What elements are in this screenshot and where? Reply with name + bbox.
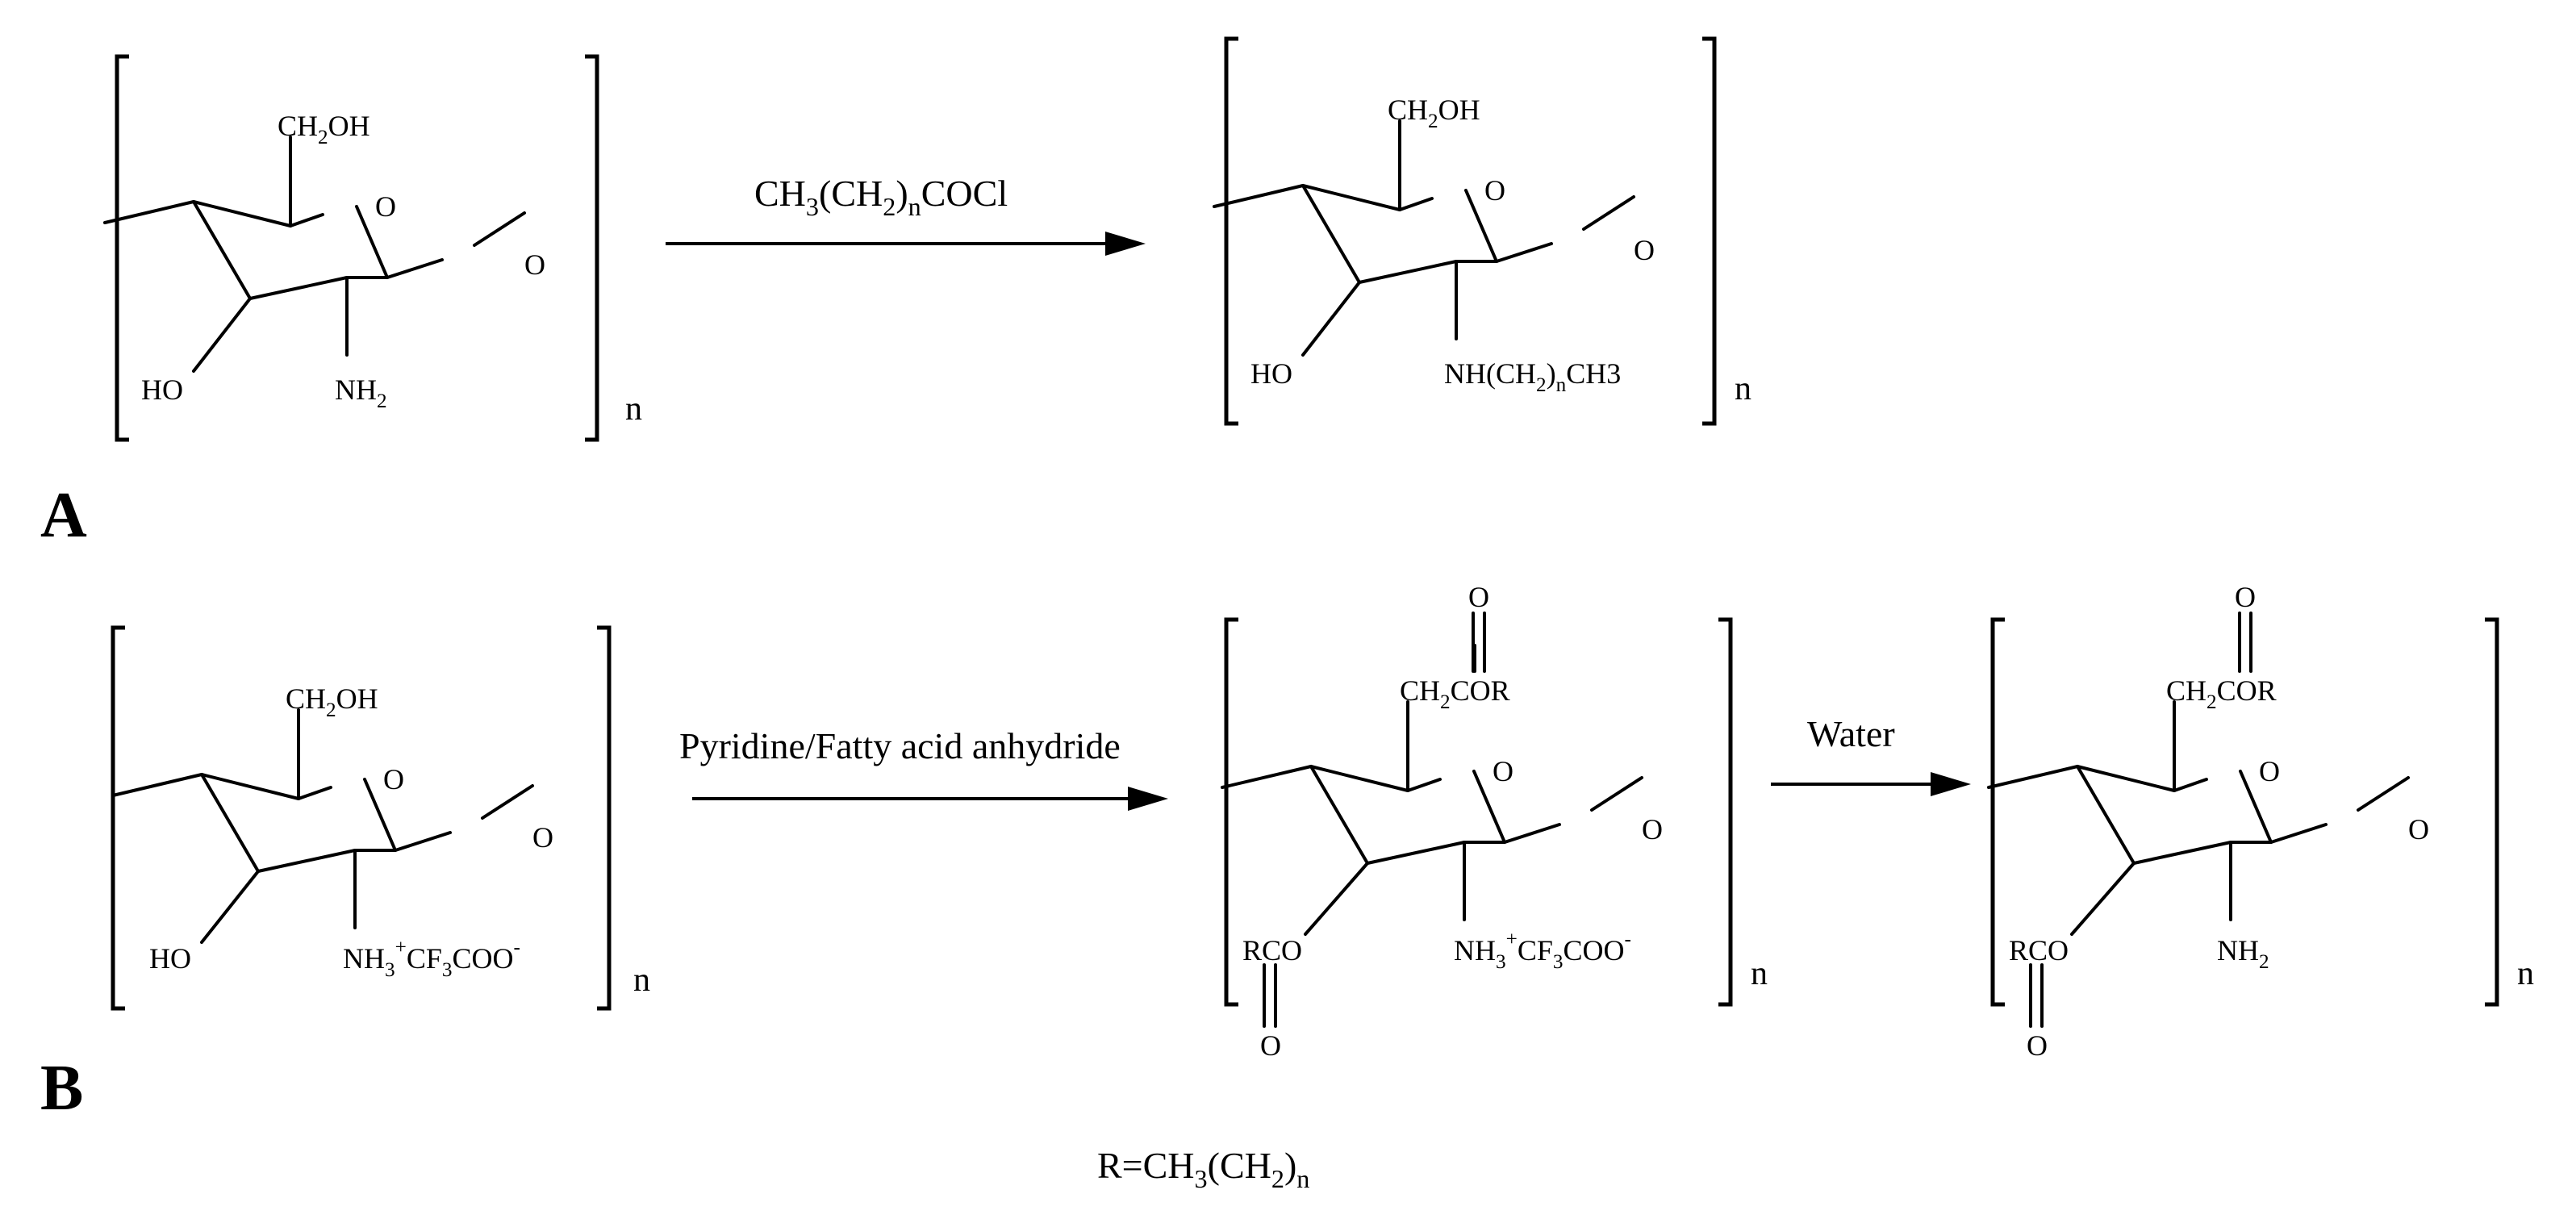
repeat-n: n <box>1751 955 1768 992</box>
alkylamide-label: NH(CH2)nCH3 <box>1444 357 1621 396</box>
repeat-n: n <box>633 962 650 999</box>
glycosidic-oxygen: O <box>532 821 553 854</box>
hydroxyl-label: HO <box>1250 357 1292 390</box>
ring-oxygen: O <box>1493 755 1513 787</box>
reaction-arrow-b2: Water <box>1771 713 1971 796</box>
carbonyl-oxygen: O <box>2235 581 2256 613</box>
ring-oxygen: O <box>383 763 404 795</box>
ester-label-c3: RCO <box>1242 934 1302 966</box>
repeat-n: n <box>1735 370 1751 407</box>
right-bracket <box>2485 617 2499 1007</box>
glycosidic-oxygen: O <box>1634 234 1655 266</box>
repeat-n: n <box>2517 955 2534 992</box>
ester-label: CH2COR <box>1400 674 1510 713</box>
ch2oh-label: CH2OH <box>286 683 378 721</box>
panel-label-b: B <box>40 1053 83 1124</box>
chitosan-salt-reactant-b: CH2OH O O HO NH3+CF3COO- n <box>111 625 650 1011</box>
repeat-n: n <box>625 390 642 428</box>
ammonium-trifluoroacetate-label: NH3+CF3COO- <box>343 937 520 981</box>
carbonyl-oxygen: O <box>1468 581 1489 613</box>
left-bracket <box>1990 617 2005 1007</box>
reaction-arrow-a: CH3(CH2)nCOCl <box>666 173 1146 256</box>
left-bracket <box>1224 617 1238 1007</box>
right-bracket <box>585 54 599 442</box>
ch2oh-label: CH2OH <box>278 110 370 148</box>
glycosidic-oxygen: O <box>1642 813 1663 845</box>
ring-oxygen: O <box>1484 174 1505 207</box>
n-acyl-chitosan-product-a: CH2OH O O HO NH(CH2)nCH3 n <box>1213 36 1751 426</box>
o-acyl-chitosan-product-b: O CH2COR O O RCO O NH2 n <box>1987 581 2534 1062</box>
amine-label: NH2 <box>2217 934 2269 973</box>
panel-b: CH2OH O O HO NH3+CF3COO- n Pyridine/Fatt… <box>40 581 2534 1193</box>
carbonyl-oxygen: O <box>1260 1029 1281 1062</box>
left-bracket <box>115 54 129 442</box>
left-bracket <box>1224 36 1238 426</box>
reaction-arrow-b1: Pyridine/Fatty acid anhydride <box>679 725 1168 811</box>
ring-oxygen: O <box>2259 755 2280 787</box>
hydroxyl-label: HO <box>141 374 183 406</box>
anhydride-reagent: Pyridine/Fatty acid anhydride <box>679 725 1121 766</box>
ring-oxygen: O <box>375 190 396 223</box>
left-bracket <box>111 625 125 1011</box>
right-bracket <box>1718 617 1733 1007</box>
panel-label-a: A <box>40 480 87 551</box>
ester-label-c3: RCO <box>2009 934 2069 966</box>
amine-label: NH2 <box>335 374 387 412</box>
panel-a: CH2OH O O HO NH2 n CH3(CH2)nCOCl CH2OH O… <box>40 36 1751 551</box>
r-group-definition: R=CH3(CH2)n <box>1097 1145 1309 1193</box>
ester-label: CH2COR <box>2166 674 2277 713</box>
glycosidic-oxygen: O <box>2408 813 2429 845</box>
acyl-chloride-reagent: CH3(CH2)nCOCl <box>754 173 1008 221</box>
ch2oh-label: CH2OH <box>1388 94 1480 132</box>
hydroxyl-label: HO <box>149 942 191 975</box>
glycosidic-oxygen: O <box>524 248 545 281</box>
water-reagent: Water <box>1807 713 1895 754</box>
right-bracket <box>597 625 612 1011</box>
carbonyl-oxygen: O <box>2027 1029 2048 1062</box>
acylated-intermediate-b: O CH2COR O O RCO O NH3+CF3COO- n <box>1221 581 1768 1062</box>
right-bracket <box>1702 36 1717 426</box>
chitosan-unit-reactant-a: CH2OH O O HO NH2 n <box>103 54 642 442</box>
ammonium-trifluoroacetate-label: NH3+CF3COO- <box>1454 929 1631 973</box>
